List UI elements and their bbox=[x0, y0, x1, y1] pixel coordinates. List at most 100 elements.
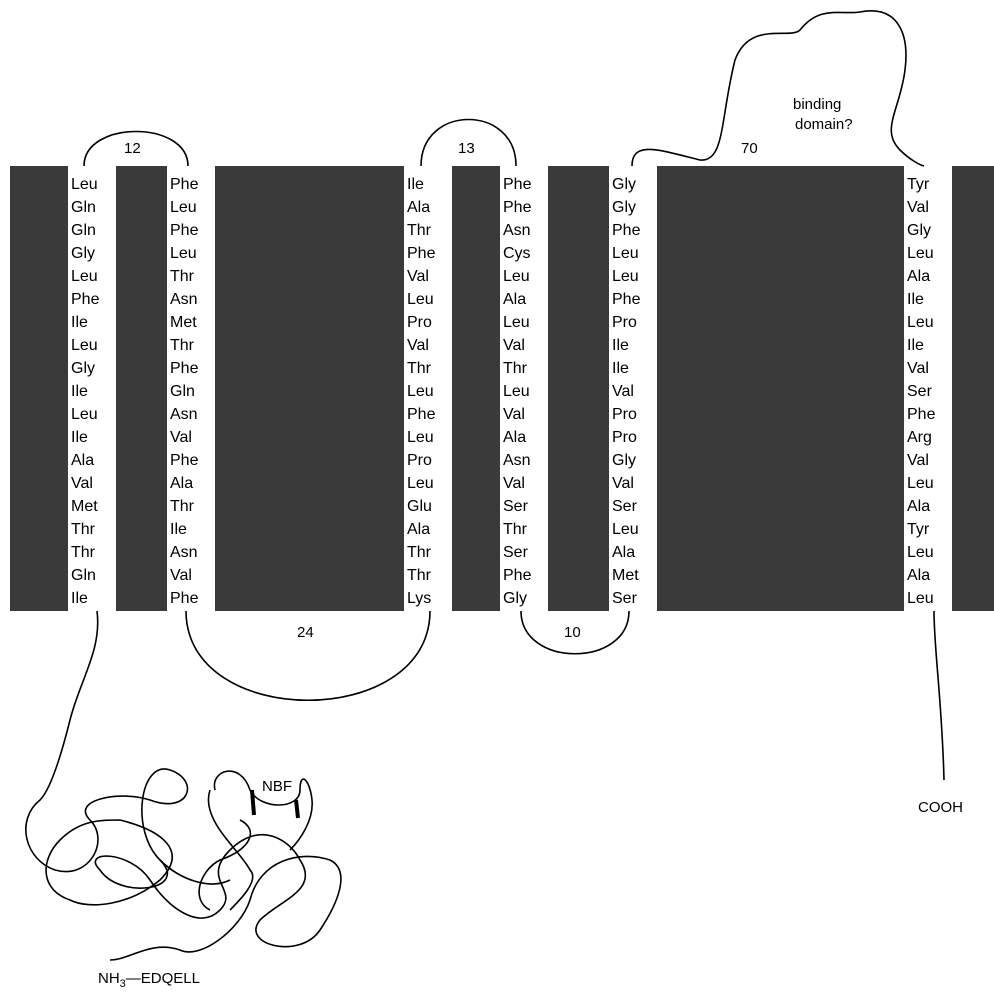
residue: Ser bbox=[500, 541, 548, 564]
residue: Glu bbox=[404, 495, 452, 518]
residue: Gly bbox=[609, 173, 657, 196]
residue: Thr bbox=[404, 564, 452, 587]
residue: Ala bbox=[404, 196, 452, 219]
residue: Leu bbox=[500, 265, 548, 288]
residue: Met bbox=[609, 564, 657, 587]
residue: Phe bbox=[68, 288, 116, 311]
residue: Lys bbox=[404, 587, 452, 610]
residue: Leu bbox=[904, 242, 952, 265]
residue: Val bbox=[167, 426, 215, 449]
loop-length-top-5-6: 70 bbox=[741, 140, 758, 157]
loop-length-bottom-2-3: 24 bbox=[297, 624, 314, 641]
residue: Ala bbox=[904, 564, 952, 587]
helix-2-residues: Phe Leu Phe Leu Thr Asn Met Thr Phe Gln … bbox=[167, 166, 215, 611]
residue: Leu bbox=[609, 518, 657, 541]
residue: Asn bbox=[167, 541, 215, 564]
residue: Ala bbox=[404, 518, 452, 541]
residue: Ala bbox=[904, 495, 952, 518]
helix-6-residues: Tyr Val Gly Leu Ala Ile Leu Ile Val Ser … bbox=[904, 166, 952, 611]
residue: Phe bbox=[500, 196, 548, 219]
residue: Phe bbox=[167, 449, 215, 472]
residue: Leu bbox=[404, 472, 452, 495]
residue: Ile bbox=[904, 288, 952, 311]
residue: Ile bbox=[68, 426, 116, 449]
residue: Phe bbox=[167, 587, 215, 610]
residue: Leu bbox=[904, 587, 952, 610]
residue: Tyr bbox=[904, 518, 952, 541]
residue: Leu bbox=[500, 380, 548, 403]
residue: Val bbox=[404, 265, 452, 288]
residue: Gly bbox=[500, 587, 548, 610]
helix-5-residues: Gly Gly Phe Leu Leu Phe Pro Ile Ile Val … bbox=[609, 166, 657, 611]
residue: Asn bbox=[500, 449, 548, 472]
residue: Leu bbox=[404, 380, 452, 403]
residue: Leu bbox=[500, 311, 548, 334]
residue: Leu bbox=[904, 311, 952, 334]
residue: Thr bbox=[500, 357, 548, 380]
residue: Met bbox=[68, 495, 116, 518]
residue: Thr bbox=[167, 334, 215, 357]
n-terminal-tangle bbox=[26, 611, 341, 960]
residue: Leu bbox=[904, 472, 952, 495]
residue: Ala bbox=[500, 288, 548, 311]
residue: Phe bbox=[404, 403, 452, 426]
residue: Phe bbox=[167, 219, 215, 242]
residue: Pro bbox=[609, 403, 657, 426]
c-terminal-tail bbox=[934, 611, 944, 780]
residue: Ile bbox=[68, 380, 116, 403]
residue: Ser bbox=[609, 587, 657, 610]
residue: Phe bbox=[609, 288, 657, 311]
loop-length-bottom-4-5: 10 bbox=[564, 624, 581, 641]
residue: Val bbox=[404, 334, 452, 357]
n-terminus-label: NH3—EDQELL bbox=[98, 970, 200, 990]
residue: Leu bbox=[609, 242, 657, 265]
residue: Phe bbox=[500, 173, 548, 196]
loop-length-top-3-4: 13 bbox=[458, 140, 475, 157]
c-terminus-label: COOH bbox=[918, 799, 963, 816]
residue: Ile bbox=[68, 311, 116, 334]
residue: Arg bbox=[904, 426, 952, 449]
residue: Tyr bbox=[904, 173, 952, 196]
residue: Phe bbox=[609, 219, 657, 242]
residue: Ser bbox=[904, 380, 952, 403]
helix-4-residues: Phe Phe Asn Cys Leu Ala Leu Val Thr Leu … bbox=[500, 166, 548, 611]
residue: Thr bbox=[68, 518, 116, 541]
residue: Leu bbox=[609, 265, 657, 288]
residue: Val bbox=[609, 380, 657, 403]
nbf-label: NBF bbox=[262, 778, 292, 795]
residue: Val bbox=[500, 334, 548, 357]
residue: Gly bbox=[609, 449, 657, 472]
residue: Thr bbox=[500, 518, 548, 541]
residue: Leu bbox=[167, 196, 215, 219]
residue: Val bbox=[609, 472, 657, 495]
residue: Thr bbox=[167, 265, 215, 288]
residue: Ala bbox=[904, 265, 952, 288]
n-terminal-sequence: —EDQELL bbox=[126, 970, 200, 987]
residue: Cys bbox=[500, 242, 548, 265]
nh3-text: NH bbox=[98, 970, 120, 987]
binding-domain-label-line2: domain? bbox=[795, 116, 853, 133]
residue: Pro bbox=[609, 311, 657, 334]
residue: Ala bbox=[167, 472, 215, 495]
residue: Leu bbox=[167, 242, 215, 265]
residue: Val bbox=[500, 403, 548, 426]
binding-domain-label-line1: binding bbox=[793, 96, 841, 113]
residue: Gly bbox=[609, 196, 657, 219]
residue: Leu bbox=[904, 541, 952, 564]
residue: Ile bbox=[609, 334, 657, 357]
residue: Gly bbox=[904, 219, 952, 242]
residue: Leu bbox=[404, 426, 452, 449]
residue: Thr bbox=[404, 541, 452, 564]
residue: Phe bbox=[904, 403, 952, 426]
residue: Phe bbox=[404, 242, 452, 265]
residue: Met bbox=[167, 311, 215, 334]
residue: Val bbox=[904, 357, 952, 380]
residue: Thr bbox=[404, 219, 452, 242]
residue: Asn bbox=[500, 219, 548, 242]
residue: Pro bbox=[404, 311, 452, 334]
loop-top-5-6 bbox=[632, 11, 924, 166]
residue: Gln bbox=[167, 380, 215, 403]
residue: Leu bbox=[68, 173, 116, 196]
residue: Val bbox=[904, 449, 952, 472]
residue: Val bbox=[167, 564, 215, 587]
